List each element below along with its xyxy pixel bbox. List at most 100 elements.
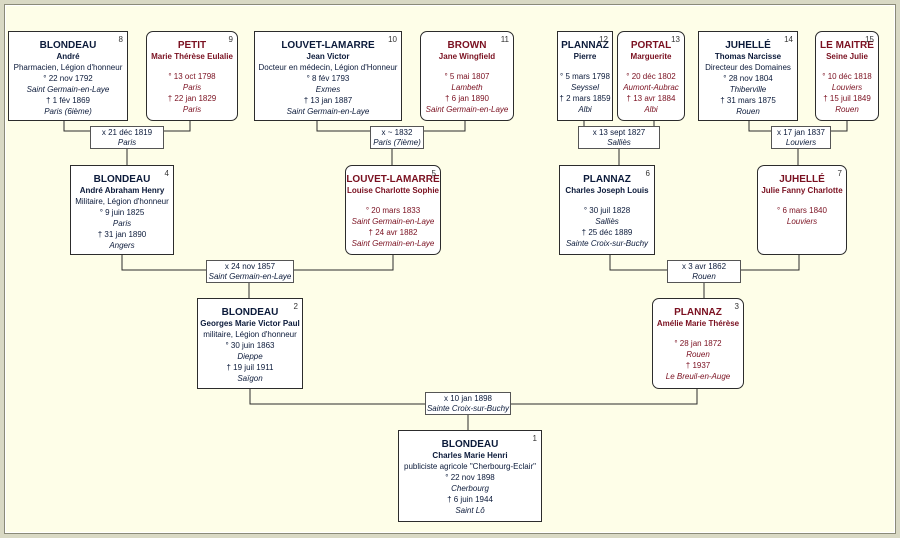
marriage-box-14-15[interactable]: x 17 jan 1837 Louviers (771, 126, 831, 149)
death-date: † 31 mars 1875 (720, 96, 776, 105)
person-card-3[interactable]: 3 PLANNAZ Amélie Marie Thérèse ° 28 jan … (652, 298, 744, 389)
birth-date: ° 5 mai 1807 (444, 72, 490, 81)
birth-date: ° 9 juin 1825 (99, 208, 145, 217)
spacer (558, 62, 612, 71)
birth-date: ° 5 mars 1798 (560, 72, 610, 81)
birth-date: ° 10 déc 1818 (822, 72, 872, 81)
given-names: Charles Marie Henri (432, 451, 508, 460)
surname: LOUVET-LAMARRE (281, 40, 375, 51)
sosa-number: 15 (865, 35, 874, 44)
marriage-date: x 21 déc 1819 (101, 128, 153, 137)
surname: LOUVET-LAMARRE (346, 174, 440, 185)
birth-place: Dieppe (237, 352, 263, 361)
death-date: † 1 fév 1869 (45, 96, 91, 105)
person-card-10[interactable]: 10 LOUVET-LAMARRE Jean Victor Docteur en… (254, 31, 402, 121)
person-card-8[interactable]: 8 BLONDEAU André Pharmacien, Légion d'ho… (8, 31, 128, 121)
occupation: Militaire, Légion d'honneur (75, 197, 169, 206)
marriage-place: Sainte Croix-sur-Buchy (426, 404, 510, 413)
marriage-place: Paris (117, 138, 137, 147)
sosa-number: 10 (388, 35, 397, 44)
occupation: Docteur en médecin, Légion d'Honneur (258, 63, 398, 72)
death-date: † 2 mars 1859 (559, 94, 611, 103)
marriage-date: x 24 nov 1857 (224, 262, 276, 271)
sosa-number: 9 (228, 35, 233, 44)
death-date: † 13 jan 1887 (303, 96, 353, 105)
death-place: Saint Germain-en-Laye (286, 107, 370, 116)
given-names: Georges Marie Victor Paul (200, 319, 300, 328)
birth-place: Aumont-Aubrac (623, 83, 679, 92)
birth-date: ° 30 juin 1863 (225, 341, 275, 350)
person-card-2[interactable]: 2 BLONDEAU Georges Marie Victor Paul mil… (197, 298, 303, 389)
marriage-box-2-3[interactable]: x 10 jan 1898 Sainte Croix-sur-Buchy (425, 392, 511, 415)
death-place: Saint Germain-en-Laye (351, 239, 435, 248)
birth-date: ° 28 jan 1872 (674, 339, 722, 348)
given-names: Charles Joseph Louis (565, 186, 649, 195)
sosa-number: 11 (500, 35, 509, 44)
death-place: Albi (578, 105, 592, 114)
marriage-date: x 13 sept 1827 (592, 128, 646, 137)
birth-date: ° 8 fév 1793 (306, 74, 350, 83)
marriage-place: Salliès (607, 138, 631, 147)
person-card-15[interactable]: 15 LE MAITRE Seine Julie ° 10 déc 1818 L… (815, 31, 879, 121)
death-place: Saïgon (237, 374, 263, 383)
given-names: Amélie Marie Thérèse (656, 319, 740, 328)
birth-date: ° 22 nov 1792 (43, 74, 93, 83)
death-date: † 19 juil 1911 (226, 363, 274, 372)
sosa-number: 7 (837, 169, 842, 178)
surname: PORTAL (630, 40, 672, 51)
given-names: André (56, 52, 80, 61)
marriage-box-12-13[interactable]: x 13 sept 1827 Salliès (578, 126, 660, 149)
surname: LE MAITRE (820, 40, 874, 51)
death-place: Paris (6ième) (44, 107, 92, 116)
person-card-13[interactable]: 13 PORTAL Marguerite ° 20 déc 1802 Aumon… (617, 31, 685, 121)
birth-place: Salliès (595, 217, 619, 226)
occupation: militaire, Légion d'honneur (203, 330, 297, 339)
birth-place: Paris (182, 83, 202, 92)
birth-date: ° 20 mars 1833 (365, 206, 421, 215)
birth-place: Saint Germain-en-Laye (26, 85, 110, 94)
sosa-number: 8 (118, 35, 123, 44)
person-card-5[interactable]: 5 LOUVET-LAMARRE Louise Charlotte Sophie… (345, 165, 441, 255)
person-card-4[interactable]: 4 BLONDEAU André Abraham Henry Militaire… (70, 165, 174, 255)
marriage-box-4-5[interactable]: x 24 nov 1857 Saint Germain-en-Laye (206, 260, 294, 283)
occupation: publiciste agricole "Cherbourg-Eclair" (404, 462, 536, 471)
death-date: † 13 avr 1884 (626, 94, 676, 103)
birth-place: Cherbourg (451, 484, 489, 493)
surname: JUHELLÉ (779, 174, 825, 185)
spacer (421, 62, 513, 71)
person-card-1[interactable]: 1 BLONDEAU Charles Marie Henri publicist… (398, 430, 542, 522)
birth-place: Paris (112, 219, 132, 228)
death-date: † 31 jan 1890 (97, 230, 147, 239)
death-place: Rouen (736, 107, 760, 116)
spacer (816, 62, 878, 71)
death-place: Rouen (835, 105, 859, 114)
surname: BLONDEAU (93, 174, 151, 185)
person-card-12[interactable]: 12 PLANNAZ Pierre ° 5 mars 1798 Seyssel … (557, 31, 613, 121)
marriage-box-10-11[interactable]: x ~ 1832 Paris (7ième) (370, 126, 424, 149)
sosa-number: 2 (293, 302, 298, 311)
sosa-number: 3 (734, 302, 739, 311)
death-date: † 6 jan 1890 (444, 94, 490, 103)
person-card-14[interactable]: 14 JUHELLÉ Thomas Narcisse Directeur des… (698, 31, 798, 121)
marriage-place: Rouen (692, 272, 716, 281)
person-card-9[interactable]: 9 PETIT Marie Thérèse Eulalie ° 13 oct 1… (146, 31, 238, 121)
birth-date: ° 30 juil 1828 (583, 206, 631, 215)
surname: BLONDEAU (441, 439, 499, 450)
marriage-box-8-9[interactable]: x 21 déc 1819 Paris (90, 126, 164, 149)
person-card-11[interactable]: 11 BROWN Jane Wingfield ° 5 mai 1807 Lam… (420, 31, 514, 121)
birth-place: Louviers (831, 83, 863, 92)
birth-place: Thiberville (729, 85, 767, 94)
marriage-date: x ~ 1832 (381, 128, 413, 137)
death-place: Angers (109, 241, 135, 250)
death-date: † 1937 (685, 361, 711, 370)
spacer (147, 62, 237, 71)
sosa-number: 14 (784, 35, 793, 44)
surname: PLANNAZ (674, 307, 722, 318)
marriage-box-6-7[interactable]: x 3 avr 1862 Rouen (667, 260, 741, 283)
death-date: † 22 jan 1829 (167, 94, 217, 103)
spacer (618, 62, 684, 71)
marriage-place: Paris (7ième) (373, 138, 421, 147)
person-card-7[interactable]: 7 JUHELLÉ Julie Fanny Charlotte ° 6 mars… (757, 165, 847, 255)
given-names: Jean Victor (306, 52, 350, 61)
person-card-6[interactable]: 6 PLANNAZ Charles Joseph Louis ° 30 juil… (559, 165, 655, 255)
